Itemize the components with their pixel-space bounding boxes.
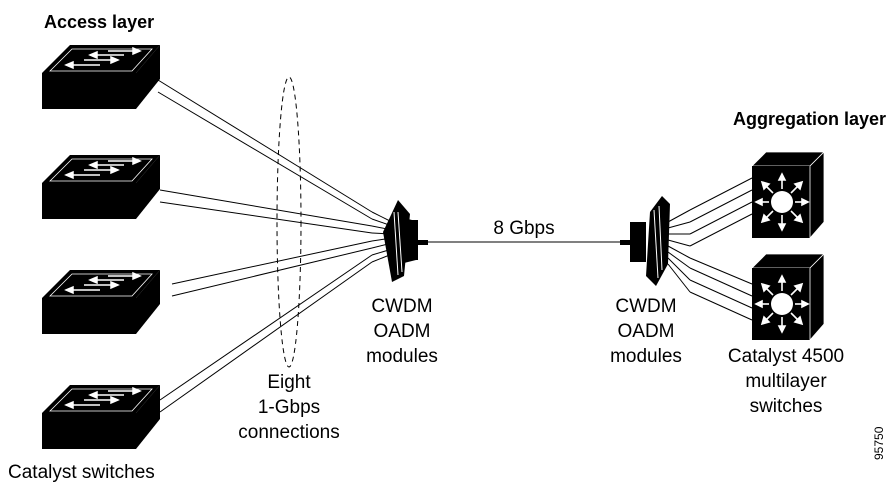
oadm-to-aggregation-wires — [689, 177, 753, 321]
access-switch-4 — [42, 385, 160, 449]
access-switch-3 — [42, 270, 160, 334]
switch-arrows-icon — [64, 386, 142, 410]
bundle-label-line1: Eight — [267, 372, 311, 393]
bundle-label-line2: 1-Gbps — [258, 397, 320, 418]
access-switch-1 — [42, 45, 160, 109]
aggregation-switch-2 — [751, 253, 825, 342]
aggregation-caption-line2: multilayer — [745, 371, 827, 392]
switch-arrows-icon — [64, 271, 142, 295]
access-layer-title: Access layer — [44, 12, 154, 32]
access-to-oadm-wires — [157, 79, 373, 413]
access-switches-caption: Catalyst switches — [8, 462, 155, 483]
oadm-left-label-line1: CWDM — [371, 296, 432, 317]
oadm-right-label-line1: CWDM — [615, 296, 676, 317]
aggregation-switch-1 — [751, 151, 825, 240]
switch-arrows-icon — [64, 156, 142, 180]
multilayer-switch-icon — [754, 172, 810, 232]
oadm-left-label-line3: modules — [366, 346, 438, 367]
figure-id: 95750 — [872, 426, 886, 460]
bundle-label-line3: connections — [238, 422, 339, 443]
aggregation-caption-line1: Catalyst 4500 — [728, 346, 844, 367]
aggregation-caption-line3: switches — [750, 396, 823, 417]
multilayer-switch-icon — [754, 274, 810, 334]
oadm-module-left — [371, 200, 428, 282]
oadm-right-label-line2: OADM — [618, 321, 675, 342]
oadm-right-label-line3: modules — [610, 346, 682, 367]
oadm-module-right — [620, 196, 691, 293]
trunk-bandwidth-label: 8 Gbps — [493, 218, 554, 239]
switch-arrows-icon — [64, 46, 142, 70]
bundle-ellipse — [276, 76, 302, 368]
oadm-left-label-line2: OADM — [374, 321, 431, 342]
aggregation-layer-title: Aggregation layer — [733, 109, 886, 129]
access-switch-2 — [42, 155, 160, 219]
